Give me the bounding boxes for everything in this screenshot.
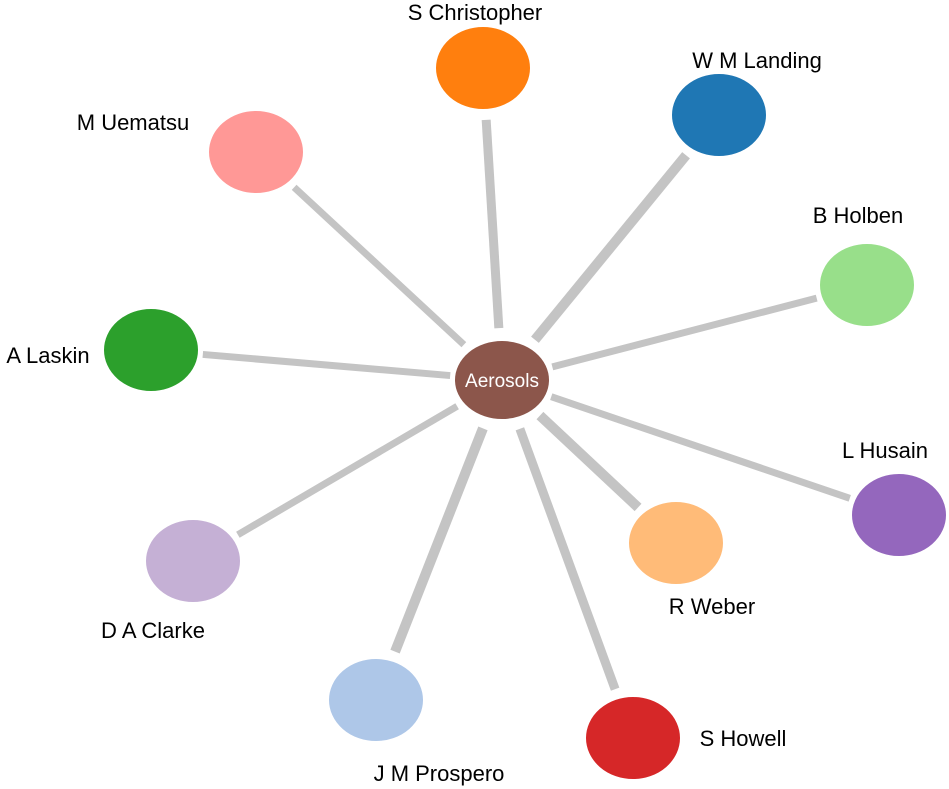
- node-label: R Weber: [669, 594, 755, 619]
- node-b-holben[interactable]: B Holben: [813, 203, 916, 328]
- node-d-a-clarke[interactable]: D A Clarke: [101, 518, 242, 643]
- center-node-circle[interactable]: [453, 339, 551, 421]
- node-l-husain[interactable]: L Husain: [842, 438, 948, 558]
- center-node-label: Aerosols: [465, 371, 539, 392]
- edge-b-holben: [551, 294, 818, 371]
- node-aerosols[interactable]: Aerosols: [453, 339, 551, 421]
- node-label: B Holben: [813, 203, 904, 228]
- node-label: L Husain: [842, 438, 928, 463]
- node-r-weber[interactable]: R Weber: [627, 500, 755, 619]
- node-label: J M Prospero: [374, 761, 505, 786]
- node-label: A Laskin: [6, 343, 89, 368]
- edge-m-uematsu: [291, 184, 467, 348]
- node-circle[interactable]: [144, 518, 242, 604]
- node-circle[interactable]: [584, 695, 682, 781]
- node-label: D A Clarke: [101, 618, 205, 643]
- node-circle[interactable]: [670, 72, 768, 158]
- edge-d-a-clarke: [236, 403, 459, 538]
- node-label: M Uematsu: [77, 110, 189, 135]
- node-m-uematsu[interactable]: M Uematsu: [77, 109, 305, 195]
- node-circle[interactable]: [207, 109, 305, 195]
- node-circle[interactable]: [818, 242, 916, 328]
- edge-l-husain: [550, 393, 851, 502]
- node-w-m-landing[interactable]: W M Landing: [670, 48, 822, 158]
- node-a-laskin[interactable]: A Laskin: [6, 307, 200, 393]
- edge-w-m-landing: [531, 152, 690, 343]
- node-circle[interactable]: [327, 657, 425, 743]
- edge-a-laskin: [202, 350, 451, 380]
- node-s-christopher[interactable]: S Christopher: [408, 0, 543, 111]
- node-circle[interactable]: [102, 307, 200, 393]
- node-label: S Howell: [700, 726, 787, 751]
- node-j-m-prospero[interactable]: J M Prospero: [327, 657, 505, 786]
- node-label: S Christopher: [408, 0, 543, 25]
- node-label: W M Landing: [692, 48, 822, 73]
- edge-r-weber: [536, 411, 642, 512]
- edge-s-christopher: [481, 119, 504, 329]
- node-circle[interactable]: [627, 500, 725, 586]
- node-s-howell[interactable]: S Howell: [584, 695, 787, 781]
- node-circle[interactable]: [434, 25, 532, 111]
- node-circle[interactable]: [850, 472, 948, 558]
- edge-s-howell: [515, 427, 620, 691]
- edge-j-m-prospero: [390, 426, 488, 654]
